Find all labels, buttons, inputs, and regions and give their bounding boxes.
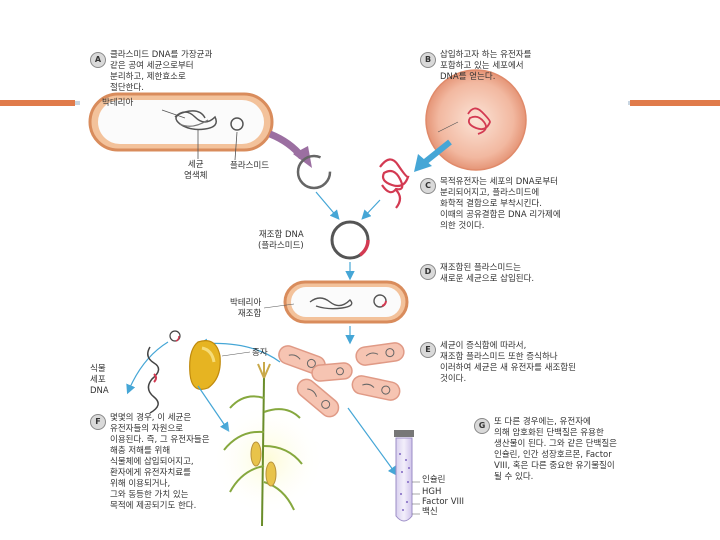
product-insulin: 인슐린 xyxy=(422,475,445,486)
recombinant-bacterium xyxy=(285,282,407,322)
product-vaccine: 백신 xyxy=(422,507,438,518)
step-c-text: 목적유전자는 세포의 DNA로부터 분리되어지고, 플라스미드에 화학적 결합으… xyxy=(440,177,561,232)
step-a-text: 클라스미드 DNA를 가장균과 같은 공여 세균으로부터 분리하고, 제한효소로… xyxy=(110,50,212,94)
isolated-gene xyxy=(380,159,408,192)
label-bacteria: 박테리아 xyxy=(102,98,133,109)
step-e-marker: E xyxy=(420,342,436,358)
step-f-marker: F xyxy=(90,414,106,430)
step-g-text: 또 다른 경우에는, 유전자에 의해 암호화된 단백질은 유용한 생산물이 된다… xyxy=(494,417,617,483)
arrow-plasmid-join xyxy=(316,192,338,218)
step-e-text: 세균이 증식함에 따라서, 재조합 플라스미드 또한 증식하나 이러하여 세균은… xyxy=(440,341,576,385)
step-d-marker: D xyxy=(420,264,436,280)
label-chromosome: 세균 염색체 xyxy=(184,160,207,182)
label-recombinant-bacteria: 박테리아 재조합 xyxy=(230,298,261,320)
test-tube xyxy=(394,430,414,521)
step-b-marker: B xyxy=(420,52,436,68)
plant-glow xyxy=(212,404,324,516)
cut-plasmid xyxy=(298,156,330,188)
label-seed: 종자 xyxy=(252,348,268,359)
step-d-text: 재조합된 플라스미드는 새로운 세균으로 삽입된다. xyxy=(440,263,534,285)
leader-seed xyxy=(222,352,250,356)
dividing-bacteria xyxy=(276,342,405,421)
plant-dna-insert xyxy=(154,374,156,382)
step-c-marker: C xyxy=(420,178,436,194)
left-accent-bar xyxy=(0,100,75,106)
donor-cell xyxy=(426,70,526,170)
step-b-text: 삽입하고자 하는 유전자를 포함하고 있는 세포에서 DNA를 얻는다. xyxy=(440,50,531,83)
inserted-gene-segment xyxy=(360,240,368,255)
step-f-text: 몇몇의 경우, 이 세균은 유전자들의 자원으로 이용된다. 즉, 그 유전자들… xyxy=(110,413,210,512)
right-accent-bar xyxy=(630,100,720,106)
arrow-to-products xyxy=(348,408,396,474)
step-g-marker: G xyxy=(474,418,490,434)
product-leaders xyxy=(412,482,420,514)
gene-tail xyxy=(396,190,400,208)
diagram-panel: 박테리아 세균 염색체 플라스미드 재조합 DNA (플라스미드) 박테리아 재… xyxy=(80,42,628,528)
step-a-marker: A xyxy=(90,52,106,68)
label-plant-dna: 식물 세포 DNA xyxy=(90,364,109,397)
label-recombinant-dna: 재조합 DNA (플라스미드) xyxy=(258,230,304,252)
label-plasmid: 플라스미드 xyxy=(230,161,269,172)
arrow-gene-join xyxy=(363,200,380,218)
corn-seed xyxy=(190,341,221,390)
